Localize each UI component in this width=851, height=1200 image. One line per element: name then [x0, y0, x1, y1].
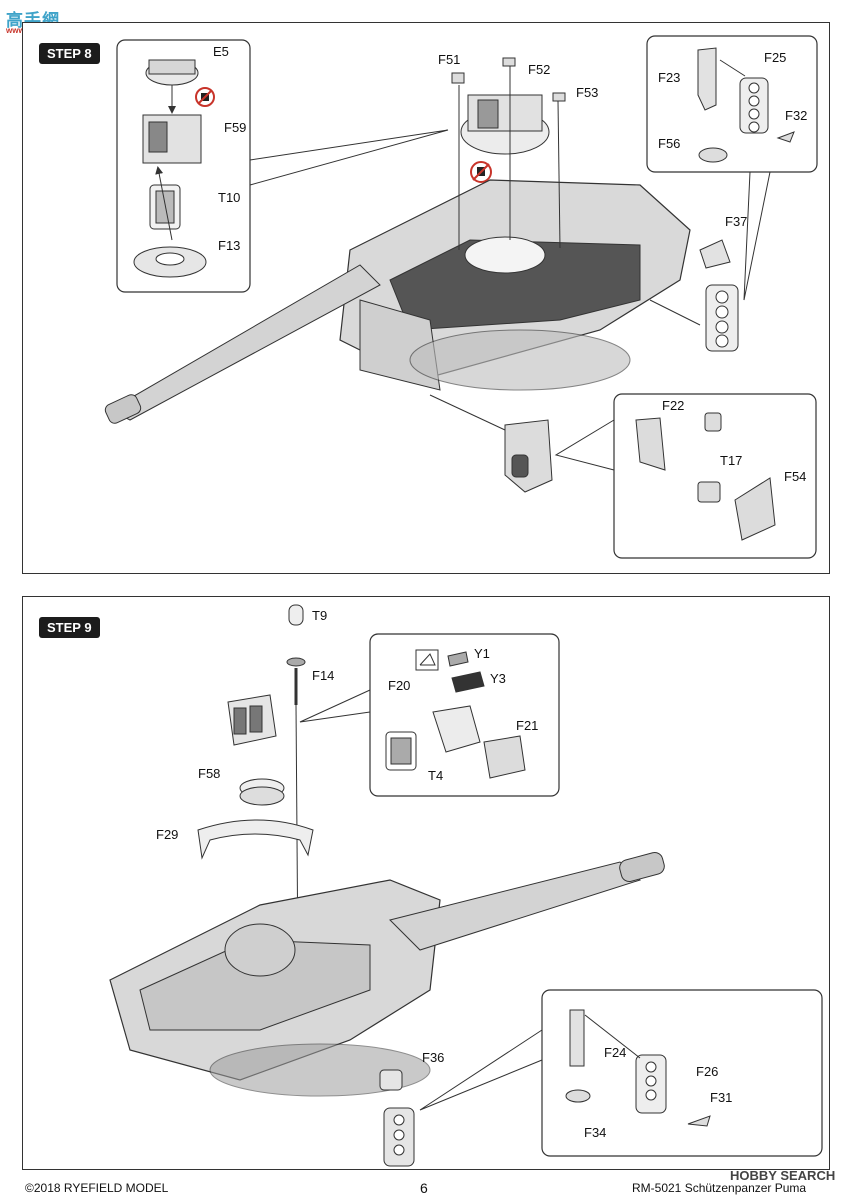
label-f32: F32 [785, 108, 808, 123]
step-8-illustration [104, 35, 818, 559]
label-f21: F21 [516, 718, 539, 733]
step-8-badge: STEP 8 [39, 43, 100, 64]
label-f53: F53 [576, 85, 599, 100]
callout-box-smoke-launcher [646, 35, 818, 173]
label-f59: F59 [224, 120, 247, 135]
label-f51: F51 [438, 52, 461, 67]
label-t10: T10 [218, 190, 241, 205]
label-f31: F31 [710, 1090, 733, 1105]
label-f14: F14 [312, 668, 335, 683]
label-t17: T17 [720, 453, 743, 468]
label-t4: T4 [428, 768, 444, 783]
label-t9: T9 [312, 608, 328, 623]
label-y3: Y3 [490, 671, 506, 686]
label-f22: F22 [662, 398, 685, 413]
step-9-panel: STEP 9 [22, 596, 830, 1170]
label-f24: F24 [604, 1045, 627, 1060]
label-f58: F58 [198, 766, 221, 781]
label-f37: F37 [725, 214, 748, 229]
label-f34: F34 [584, 1125, 607, 1140]
label-f20: F20 [388, 678, 411, 693]
label-y1: Y1 [474, 646, 490, 661]
label-f52: F52 [528, 62, 551, 77]
hobby-search-watermark: HOBBY SEARCH [730, 1168, 836, 1183]
step-9-badge: STEP 9 [39, 617, 100, 638]
copyright: ©2018 RYEFIELD MODEL [25, 1181, 169, 1195]
label-f23: F23 [658, 70, 681, 85]
label-e5: E5 [213, 44, 229, 59]
label-f29: F29 [156, 827, 179, 842]
label-f54: F54 [784, 469, 807, 484]
label-f25: F25 [764, 50, 787, 65]
label-f36: F36 [422, 1050, 445, 1065]
label-f56: F56 [658, 136, 681, 151]
page-number: 6 [420, 1180, 428, 1196]
callout-box-turret-sight [116, 39, 251, 293]
model-name: RM-5021 Schützenpanzer Puma [632, 1181, 807, 1195]
label-f26: F26 [696, 1064, 719, 1079]
label-f13: F13 [218, 238, 241, 253]
